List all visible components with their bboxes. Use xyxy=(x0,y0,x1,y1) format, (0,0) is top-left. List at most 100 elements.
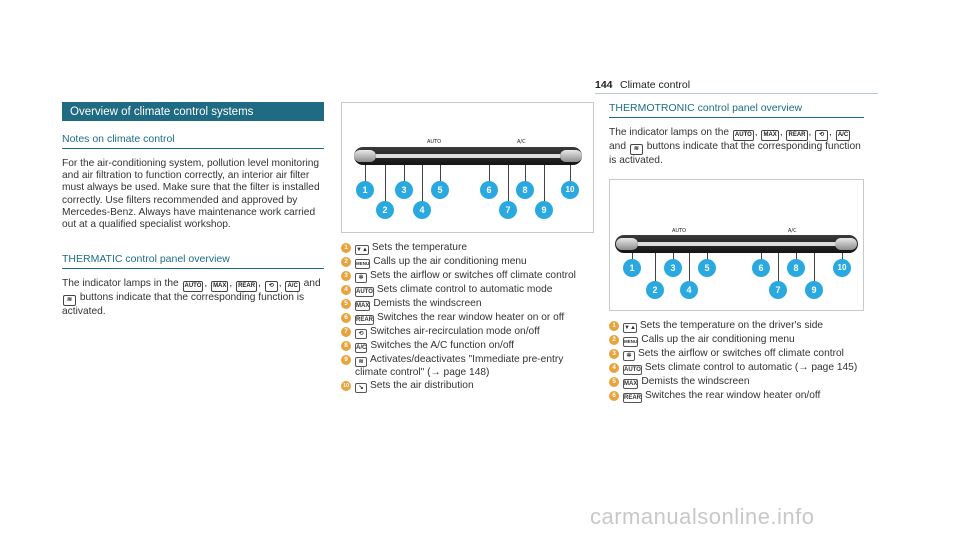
max-defrost-icon: MAX xyxy=(355,301,371,311)
notes-heading: Notes on climate control xyxy=(62,133,324,149)
recirculation-icon: ⟲ xyxy=(815,130,829,141)
control-panel-strip xyxy=(376,154,560,158)
column-left: Overview of climate control systems Note… xyxy=(62,102,324,318)
legend-number: 6 xyxy=(609,391,619,402)
legend-item: 1▼▲Sets the temperature xyxy=(341,242,594,255)
immediate-climate-icon: ≋ xyxy=(63,295,76,307)
callout-line xyxy=(655,253,656,290)
thermotronic-panel-figure: AUTO A/C 1 2 3 4 5 6 7 8 9 10 xyxy=(609,179,864,312)
legend-item: 9≋Activates/deactivates "Immediate pre-e… xyxy=(341,354,594,379)
legend-text: Activates/deactivates "Immediate pre-ent… xyxy=(355,354,564,378)
callout-line xyxy=(544,165,545,209)
max-defrost-icon: MAX xyxy=(211,281,229,293)
callout-1: 1 xyxy=(356,181,374,199)
legend-number: 1 xyxy=(341,243,351,253)
panel-label-auto: AUTO xyxy=(672,228,687,235)
thermatic-intro-b: and xyxy=(303,278,321,290)
legend-number: 8 xyxy=(341,341,351,351)
callout-2: 2 xyxy=(646,281,664,300)
ac-icon: A/C xyxy=(285,281,300,293)
immediate-climate-icon: ≋ xyxy=(355,357,367,367)
air-distribution-icon: ↘ xyxy=(355,383,367,394)
callout-line xyxy=(404,165,405,189)
callout-line xyxy=(525,165,526,189)
thermatic-heading: THERMATIC control panel overview xyxy=(62,253,324,270)
callout-1: 1 xyxy=(623,259,641,278)
thermotronic-intro: The indicator lamps on the AUTO, MAX, RE… xyxy=(609,127,861,166)
legend-number: 2 xyxy=(341,257,351,267)
panel-label-ac: A/C xyxy=(788,228,797,235)
legend-text: Sets the temperature on the driver's sid… xyxy=(639,320,824,332)
legend-text: Switches the A/C function on/off xyxy=(370,340,514,351)
thermotronic-legend: 1▼▲Sets the temperature on the driver's … xyxy=(609,320,864,404)
callout-5: 5 xyxy=(698,259,716,278)
callout-line xyxy=(440,165,441,189)
callout-5: 5 xyxy=(431,181,449,199)
callout-8: 8 xyxy=(516,181,534,199)
thermatic-panel-figure: AUTO A/C 1 2 3 4 5 6 7 8 9 10 xyxy=(341,102,594,233)
callout-7: 7 xyxy=(769,281,787,300)
auto-icon: AUTO xyxy=(182,281,204,293)
callout-line xyxy=(365,165,366,189)
recirculation-icon: ⟲ xyxy=(264,281,278,293)
thermatic-intro-c: buttons indicate that the corresponding … xyxy=(62,292,305,318)
legend-item: 3✲Sets the airflow or switches off clima… xyxy=(341,270,594,283)
thermotronic-intro-a: The indicator lamps on the xyxy=(609,127,730,138)
callout-10: 10 xyxy=(833,259,851,278)
legend-number: 5 xyxy=(341,299,351,309)
callout-4: 4 xyxy=(680,281,698,300)
fan-icon: ✲ xyxy=(623,351,635,362)
callout-7: 7 xyxy=(499,201,517,219)
legend-number: 7 xyxy=(341,327,351,337)
callout-line xyxy=(385,165,386,209)
left-temp-knob xyxy=(354,150,376,162)
legend-text: Demists the windscreen xyxy=(373,298,482,309)
callout-9: 9 xyxy=(535,201,553,219)
page-number: 144 xyxy=(595,79,613,91)
callout-8: 8 xyxy=(787,259,805,278)
legend-number: 4 xyxy=(609,363,619,374)
legend-text: Calls up the air conditioning menu xyxy=(373,256,527,267)
legend-text: Switches the rear window heater on/off xyxy=(645,390,821,402)
ac-icon: A/C xyxy=(355,343,368,353)
right-temp-knob xyxy=(560,150,582,162)
header-rule xyxy=(595,93,878,94)
callout-2: 2 xyxy=(376,201,394,219)
legend-text: Sets climate control to automatic (→ pag… xyxy=(644,362,858,374)
legend-text: Sets the air distribution xyxy=(370,380,474,392)
menu-icon: MENU xyxy=(355,259,371,269)
legend-number: 3 xyxy=(341,271,351,281)
thermotronic-intro-b: and xyxy=(609,141,626,152)
callout-line xyxy=(689,253,690,290)
legend-text: Sets the airflow or switches off climate… xyxy=(370,270,576,281)
thermatic-intro-a: The indicator lamps in the xyxy=(62,278,179,290)
callout-6: 6 xyxy=(480,181,498,199)
callout-3: 3 xyxy=(395,181,413,199)
legend-number: 3 xyxy=(609,349,619,360)
rear-defrost-icon: REAR xyxy=(355,315,375,325)
section-title: Climate control xyxy=(620,79,691,91)
legend-number: 5 xyxy=(609,377,619,388)
callout-line xyxy=(489,165,490,189)
legend-number: 6 xyxy=(341,313,351,323)
legend-number: 2 xyxy=(609,335,619,346)
callout-6: 6 xyxy=(752,259,770,278)
auto-icon: AUTO xyxy=(623,365,642,376)
immediate-climate-icon: ≋ xyxy=(629,144,643,155)
thermatic-intro: The indicator lamps in the AUTO, MAX, RE… xyxy=(62,278,321,318)
section-banner: Overview of climate control systems xyxy=(62,102,324,121)
menu-icon: MENU xyxy=(623,337,639,348)
rear-defrost-icon: REAR xyxy=(786,130,808,141)
ac-icon: A/C xyxy=(835,130,851,141)
callout-line xyxy=(778,253,779,290)
panel-label-ac: A/C xyxy=(517,139,526,145)
thermotronic-intro-c: buttons indicate that the corresponding … xyxy=(609,141,861,166)
